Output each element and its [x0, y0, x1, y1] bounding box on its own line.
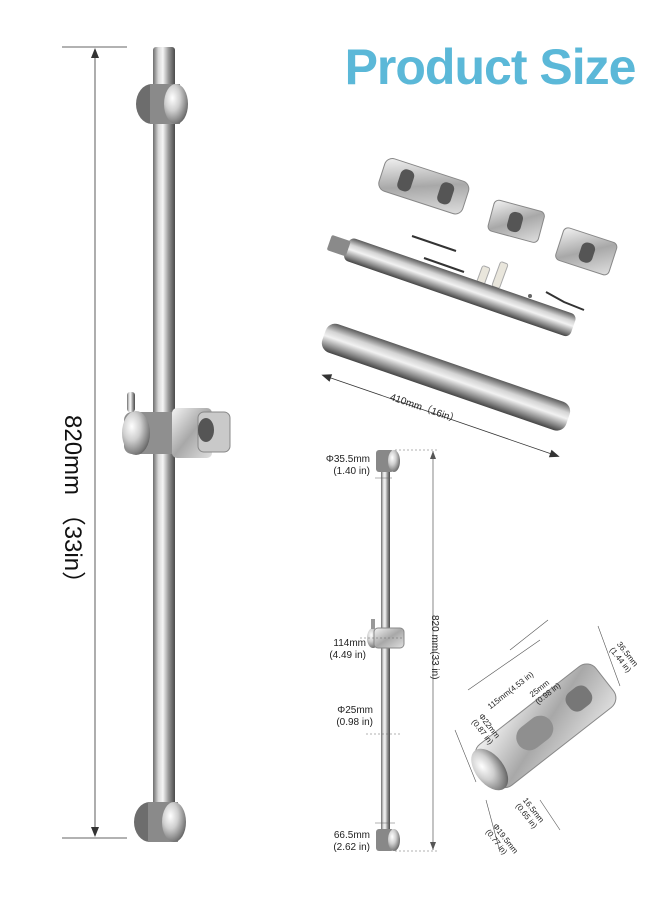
parts-set: [321, 158, 618, 458]
bottom-depth-label: 66.5mm(2.62 in): [333, 830, 370, 853]
bracket-depth-label: 114mm(4.49 in): [329, 638, 366, 661]
small-rail-diagram: [360, 449, 438, 852]
top-diameter-label: Φ35.5mm(1.40 in): [325, 454, 370, 477]
total-length-label: 820 mm(33 in): [429, 615, 440, 680]
page-title: Product Size: [344, 39, 637, 95]
bracket-detail-diagram: [454, 619, 621, 853]
main-length-label: 820mm （33in）: [59, 415, 86, 596]
rod-diameter-label: Φ25mm(0.98 in): [336, 705, 373, 728]
main-rail: [62, 46, 231, 842]
